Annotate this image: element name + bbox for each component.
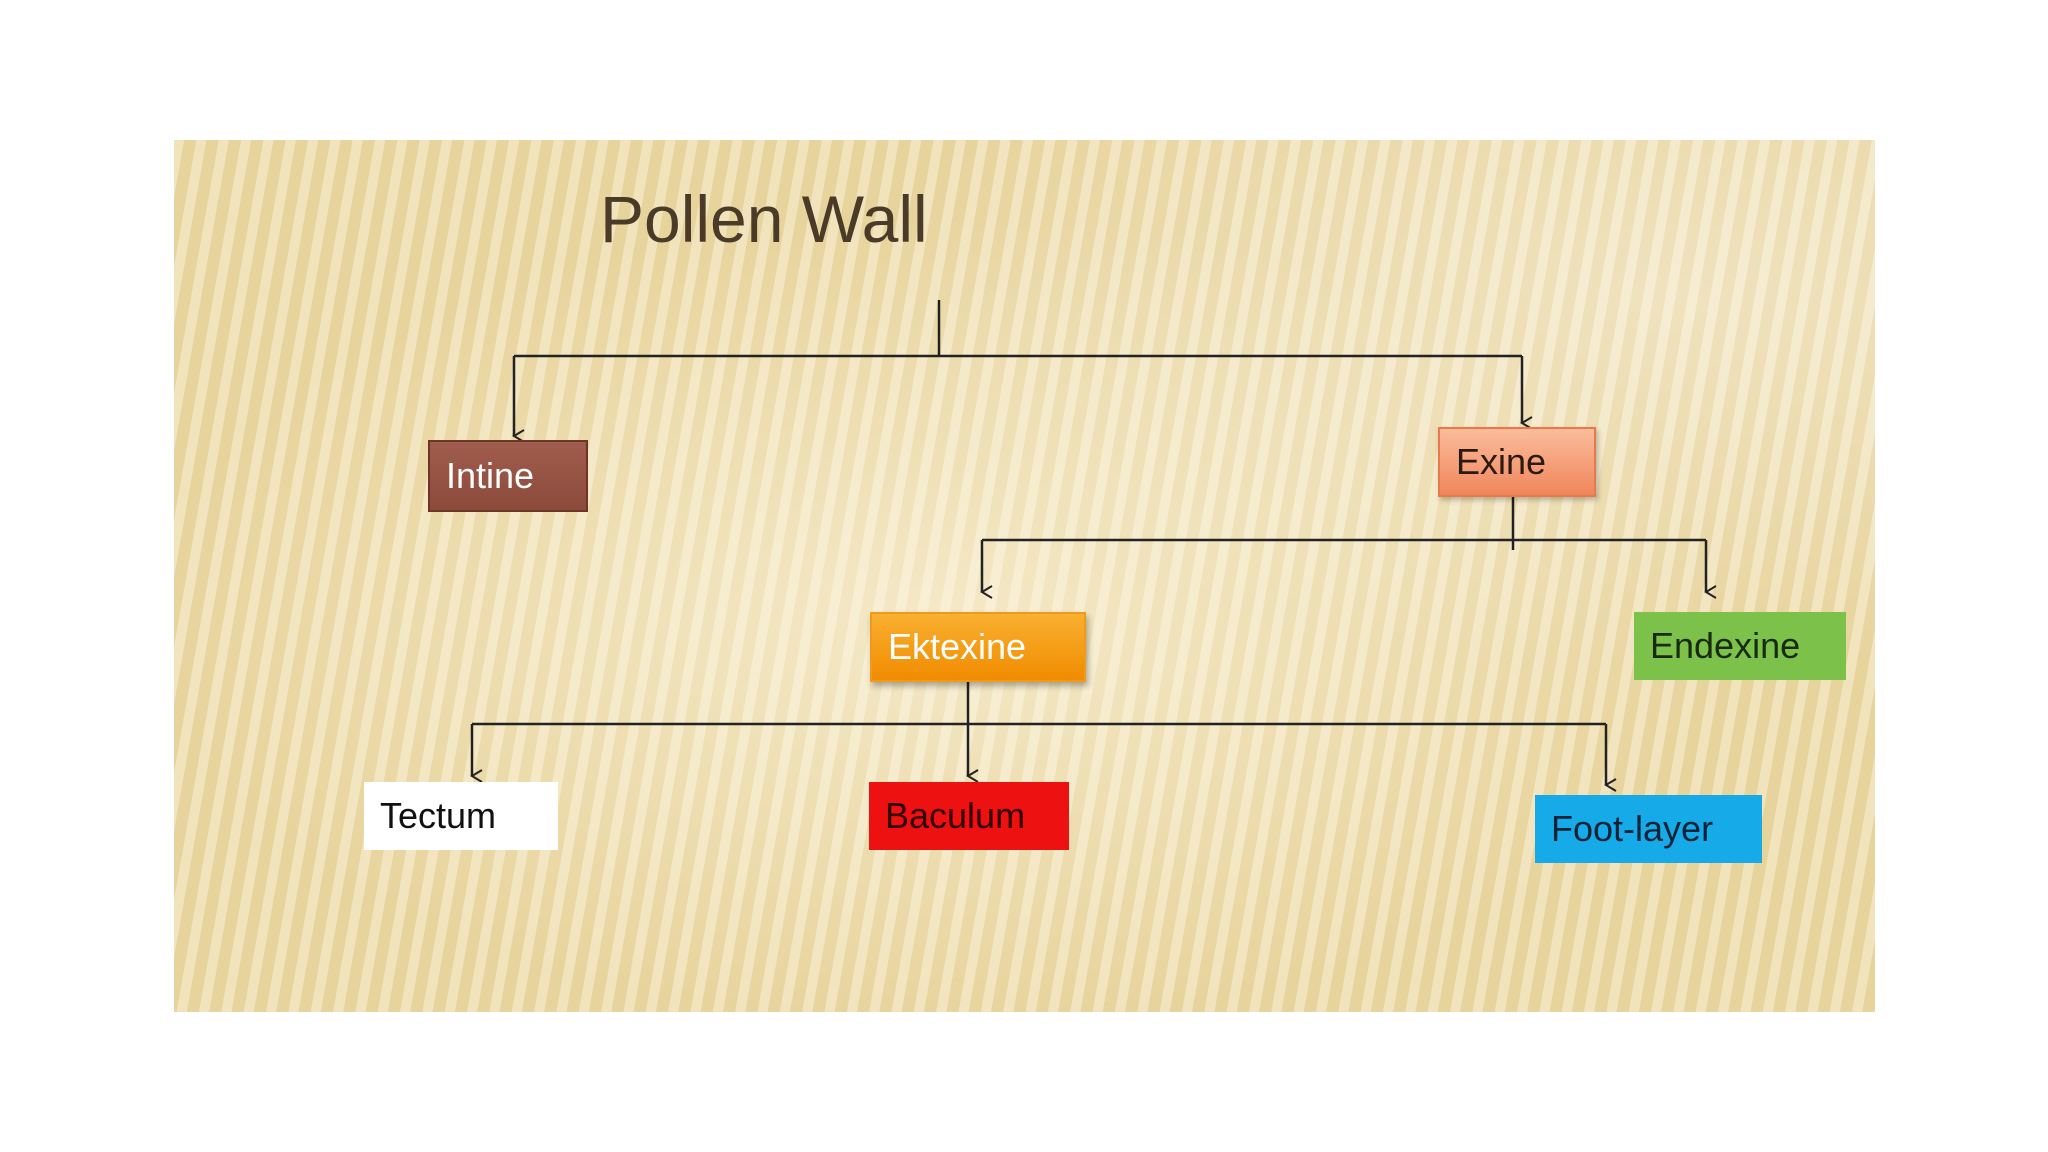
node-ektexine: Ektexine — [870, 612, 1086, 682]
node-endexine: Endexine — [1634, 612, 1846, 680]
node-baculum: Baculum — [869, 782, 1069, 850]
node-tectum: Tectum — [364, 782, 558, 850]
slide-background — [174, 140, 1875, 1012]
node-intine: Intine — [428, 440, 588, 512]
diagram-title: Pollen Wall — [600, 182, 928, 256]
node-exine: Exine — [1438, 427, 1596, 497]
node-foot-layer: Foot-layer — [1535, 795, 1762, 863]
